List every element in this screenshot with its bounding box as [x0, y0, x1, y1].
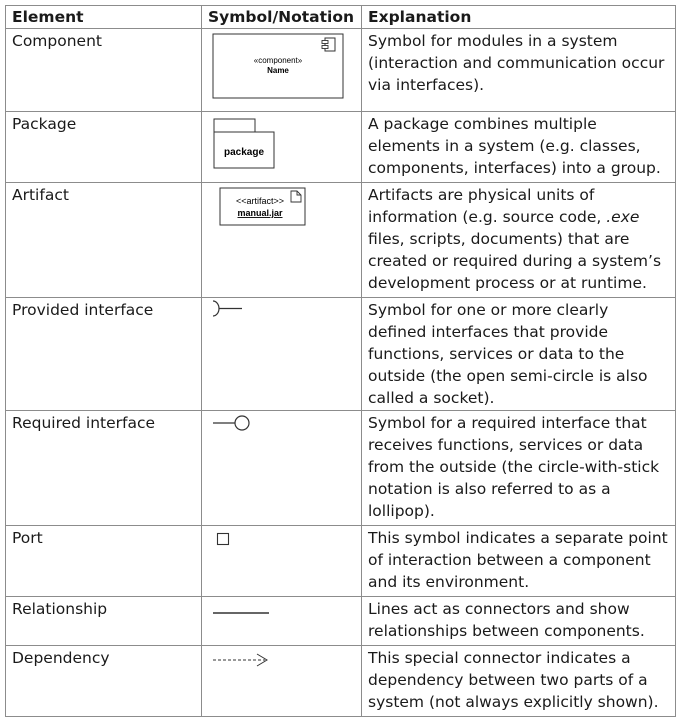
package-symbol: package [213, 118, 275, 169]
symbol-cell: package [201, 111, 362, 183]
symbol-cell: <<artifact>> manual.jar [201, 182, 362, 298]
element-name: Required interface [5, 410, 202, 526]
explanation-text: Lines act as connectors and show relatio… [361, 596, 676, 646]
table-row: Relationship Lines act as connectors and… [5, 596, 676, 646]
table-row: Required interface Symbol for a required… [5, 410, 676, 526]
element-name: Provided interface [5, 297, 202, 411]
symbol-cell [201, 297, 362, 411]
table-row: Artifact <<artifact>> manual.jar Artifac… [5, 182, 676, 298]
explanation-exe: .exe [606, 208, 640, 226]
symbol-cell [201, 525, 362, 597]
port-square-icon [216, 532, 230, 546]
explanation-text: Symbol for one or more clearly defined i… [361, 297, 676, 411]
element-name: Package [5, 111, 202, 183]
element-name: Relationship [5, 596, 202, 646]
table-row: Package package A package combines multi… [5, 111, 676, 183]
element-name: Port [5, 525, 202, 597]
package-label: package [224, 147, 264, 158]
symbol-cell [201, 410, 362, 526]
explanation-text: Artifacts are physical units of informat… [361, 182, 676, 298]
table-row: Component «component» Name Symbol for mo… [5, 28, 676, 112]
explanation-text: A package combines multiple elements in … [361, 111, 676, 183]
header-element: Element [5, 5, 202, 29]
artifact-name: manual.jar [237, 208, 283, 218]
table-row: Port This symbol indicates a separate po… [5, 525, 676, 597]
explanation-text: This symbol indicates a separate point o… [361, 525, 676, 597]
element-name: Component [5, 28, 202, 112]
artifact-symbol: <<artifact>> manual.jar [219, 187, 306, 226]
explanation-text: Symbol for a required interface that rec… [361, 410, 676, 526]
table-row: Provided interface Symbol for one or mor… [5, 297, 676, 411]
element-name: Artifact [5, 182, 202, 298]
package-icon [213, 118, 275, 169]
explanation-part: Artifacts are physical units of informat… [368, 186, 607, 226]
component-symbol: «component» Name [212, 33, 344, 99]
socket-icon [212, 300, 242, 317]
document-icon [290, 190, 302, 203]
uml-symbols-table: Element Symbol/Notation Explanation Comp… [5, 5, 676, 717]
symbol-cell [201, 645, 362, 717]
table-header-row: Element Symbol/Notation Explanation [5, 5, 676, 29]
component-name: Name [267, 66, 289, 75]
header-symbol: Symbol/Notation [201, 5, 362, 29]
header-explanation: Explanation [361, 5, 676, 29]
explanation-text: This special connector indicates a depen… [361, 645, 676, 717]
symbol-cell: «component» Name [201, 28, 362, 112]
component-icon [321, 37, 336, 52]
dashed-arrow-icon [213, 653, 268, 667]
artifact-stereotype: <<artifact>> [236, 196, 284, 206]
table-row: Dependency This special connector indica… [5, 645, 676, 717]
element-name: Dependency [5, 645, 202, 717]
solid-line-icon [213, 612, 269, 614]
lollipop-icon [213, 415, 250, 431]
symbol-cell [201, 596, 362, 646]
explanation-part: files, scripts, documents) that are crea… [368, 230, 662, 292]
explanation-text: Symbol for modules in a system (interact… [361, 28, 676, 112]
component-stereotype: «component» [254, 56, 303, 65]
